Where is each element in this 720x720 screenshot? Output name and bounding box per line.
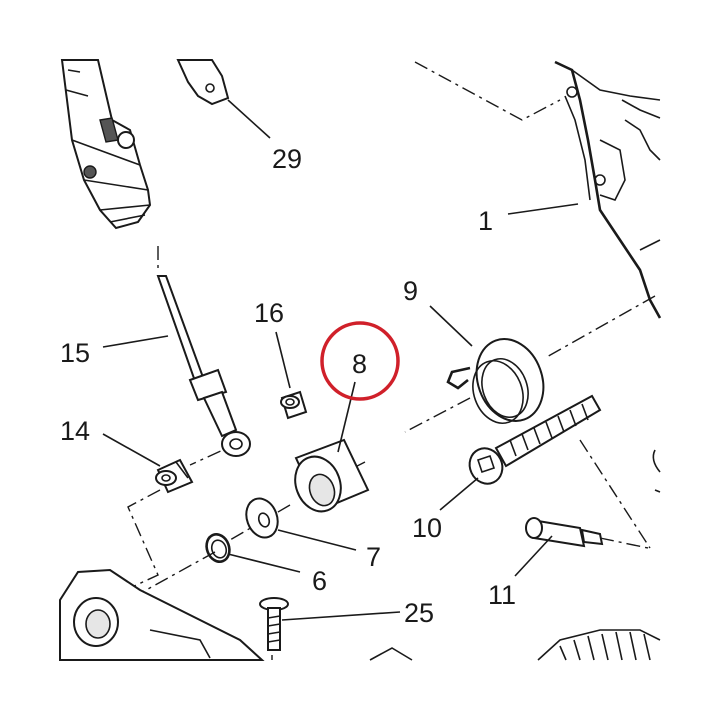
lower-lever-plate [59, 568, 661, 661]
part-11-pin [525, 517, 604, 548]
part-1-housing [554, 60, 662, 493]
part-16-bushing [280, 390, 308, 420]
part-9-spring [446, 338, 545, 424]
part-6-circlip [205, 533, 231, 563]
callout-9: 9 [403, 276, 418, 306]
callout-6: 6 [312, 566, 327, 596]
callout-29: 25 [404, 598, 434, 628]
part-7-washer [245, 497, 279, 539]
callout-labels: 29 1 16 9 15 8 14 10 7 6 11 25 [60, 144, 516, 628]
highlight-circle [320, 321, 400, 401]
callout-10: 10 [412, 513, 442, 543]
callout-11: 11 [488, 580, 516, 610]
callout-7: 7 [366, 542, 381, 572]
callout-15: 15 [60, 338, 90, 368]
part-25-bracket [176, 59, 230, 106]
callout-8: 8 [352, 349, 367, 379]
callout-1: 1 [478, 206, 493, 236]
part-10-bolt [468, 394, 602, 485]
part-15-pushrod [60, 59, 251, 457]
part-14-spacer [155, 458, 194, 494]
callout-25: 29 [272, 144, 302, 174]
callout-14: 14 [60, 416, 90, 446]
callout-16: 16 [254, 298, 284, 328]
part-8-sleeve [294, 438, 370, 513]
part-29-screw [259, 597, 289, 651]
leader-lines [102, 99, 579, 621]
